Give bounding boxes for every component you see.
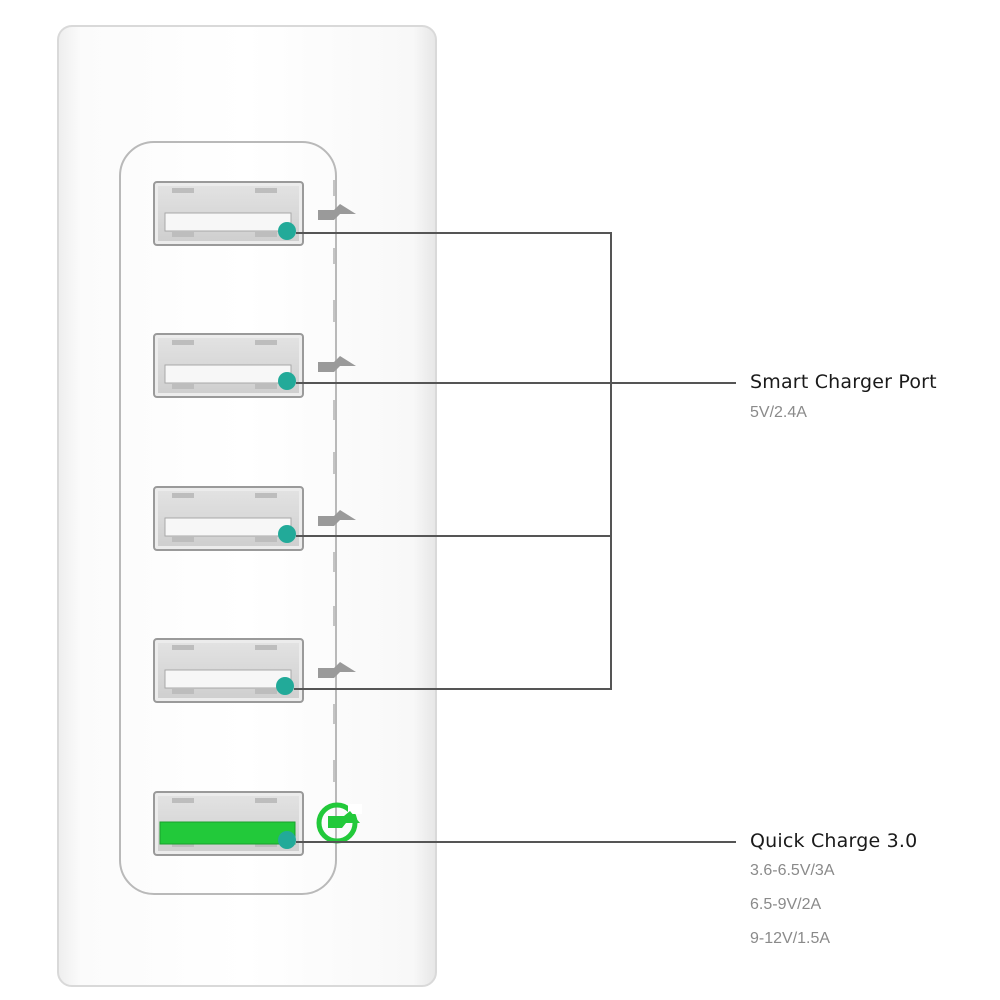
usb-port — [153, 486, 304, 551]
usb-port — [153, 638, 304, 703]
lightning-bolt-icon — [318, 356, 356, 372]
usb-insert-green — [159, 821, 296, 845]
usb-insert — [164, 517, 292, 537]
usb-insert — [164, 364, 292, 384]
lightning-bolt-icon — [318, 662, 356, 678]
usb-insert — [164, 212, 292, 232]
usb-port — [153, 181, 304, 246]
lightning-bolt-icon — [318, 510, 356, 526]
usb-port-quick-charge — [153, 791, 304, 856]
quick-charge-spec-3: 9-12V/1.5A — [750, 930, 831, 947]
usb-insert — [164, 669, 292, 689]
port-indicator — [278, 525, 296, 543]
quick-charge-title: Quick Charge 3.0 — [750, 830, 918, 852]
port-indicator — [278, 372, 296, 390]
lightning-bolt-icon — [318, 204, 356, 220]
usb-port — [153, 333, 304, 398]
port-indicator — [276, 677, 294, 695]
smart-port-connectors — [294, 232, 736, 690]
smart-charger-title: Smart Charger Port — [750, 371, 937, 393]
quick-charge-spec-2: 6.5-9V/2A — [750, 896, 822, 913]
smart-charger-spec: 5V/2.4A — [750, 404, 807, 421]
port-indicator — [278, 222, 296, 240]
quick-charge-spec-1: 3.6-6.5V/3A — [750, 862, 835, 879]
port-indicator — [278, 831, 296, 849]
